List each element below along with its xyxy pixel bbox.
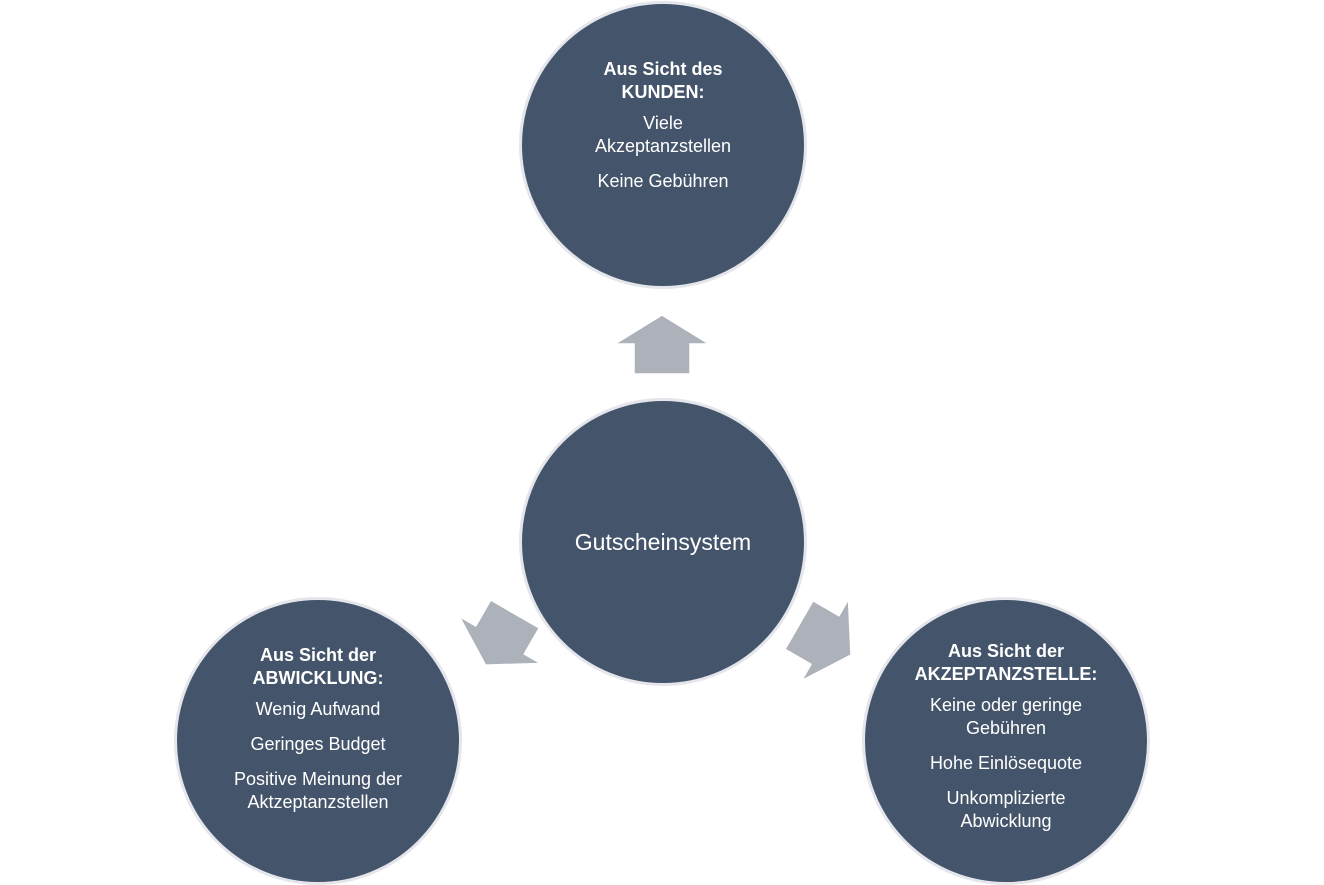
arrow-up-to-kunden	[612, 314, 712, 375]
node-kunden-item: Keine Gebühren	[597, 170, 729, 191]
node-akzeptanzstelle-item: Unkomplizierte Abwicklung	[946, 787, 1066, 831]
arrow-to-akzeptanzstelle	[783, 596, 852, 683]
node-kunden-item: Viele Akzeptanzstellen	[594, 112, 732, 156]
node-akzeptanzstelle-item: Hohe Einlösequote	[929, 752, 1083, 773]
arrow-to-abwicklung	[457, 598, 544, 666]
node-abwicklung-heading: Aus Sicht der ABWICKLUNG:	[253, 644, 384, 690]
node-abwicklung-heading-line2: ABWICKLUNG:	[252, 667, 384, 688]
node-akzeptanzstelle-content: Aus Sicht der AKZEPTANZSTELLE: Keine ode…	[901, 640, 1111, 833]
node-kunden: Aus Sicht des KUNDEN: Viele Akzeptanzste…	[519, 1, 807, 289]
node-abwicklung-item: Positive Meinung der Aktzeptanzstellen	[233, 768, 403, 812]
node-akzeptanzstelle: Aus Sicht der AKZEPTANZSTELLE: Keine ode…	[862, 597, 1150, 885]
node-akzeptanzstelle-item: Keine oder geringe Gebühren	[929, 694, 1083, 738]
node-abwicklung: Aus Sicht der ABWICKLUNG: Wenig Aufwand …	[174, 597, 462, 885]
node-akzeptanzstelle-heading: Aus Sicht der AKZEPTANZSTELLE:	[915, 640, 1098, 686]
node-abwicklung-item: Geringes Budget	[250, 733, 386, 754]
node-kunden-heading: Aus Sicht des KUNDEN:	[603, 58, 722, 104]
node-akzeptanzstelle-heading-line1: Aus Sicht der	[947, 640, 1065, 661]
node-kunden-content: Aus Sicht des KUNDEN: Viele Akzeptanzste…	[558, 58, 768, 193]
node-kunden-heading-line2: KUNDEN:	[621, 81, 705, 102]
node-abwicklung-content: Aus Sicht der ABWICKLUNG: Wenig Aufwand …	[213, 644, 423, 814]
node-abwicklung-heading-line1: Aus Sicht der	[259, 644, 376, 665]
node-center-gutscheinsystem: Gutscheinsystem	[519, 398, 807, 686]
node-kunden-heading-line1: Aus Sicht des	[603, 58, 723, 79]
center-label: Gutscheinsystem	[574, 529, 752, 555]
node-abwicklung-item: Wenig Aufwand	[255, 698, 381, 719]
node-akzeptanzstelle-heading-line2: AKZEPTANZSTELLE:	[914, 663, 1098, 684]
